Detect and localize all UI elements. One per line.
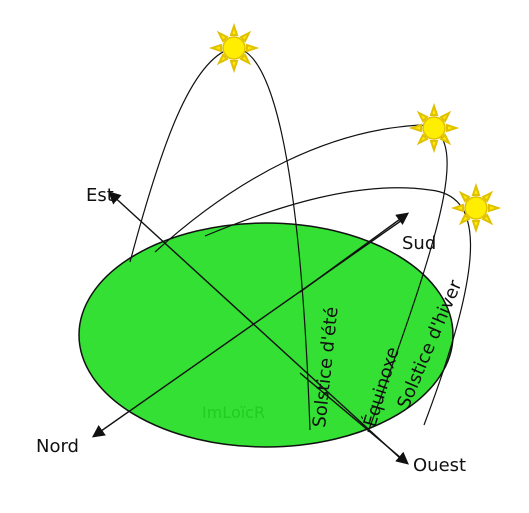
sun-icon xyxy=(408,102,460,154)
label-south: Sud xyxy=(402,233,436,254)
watermark: ImLoïcR xyxy=(202,403,265,422)
west-arrow-axis xyxy=(299,372,409,465)
label-west: Ouest xyxy=(413,455,466,476)
label-north: Nord xyxy=(36,436,79,457)
winter-solstice-arc xyxy=(204,187,472,426)
north-south-axis xyxy=(91,217,406,438)
south-arrow-axis xyxy=(299,212,410,293)
sun-icon xyxy=(450,182,502,234)
east-west-axis xyxy=(108,191,401,459)
label-east: Est xyxy=(86,185,114,206)
sun-icon xyxy=(208,22,260,74)
